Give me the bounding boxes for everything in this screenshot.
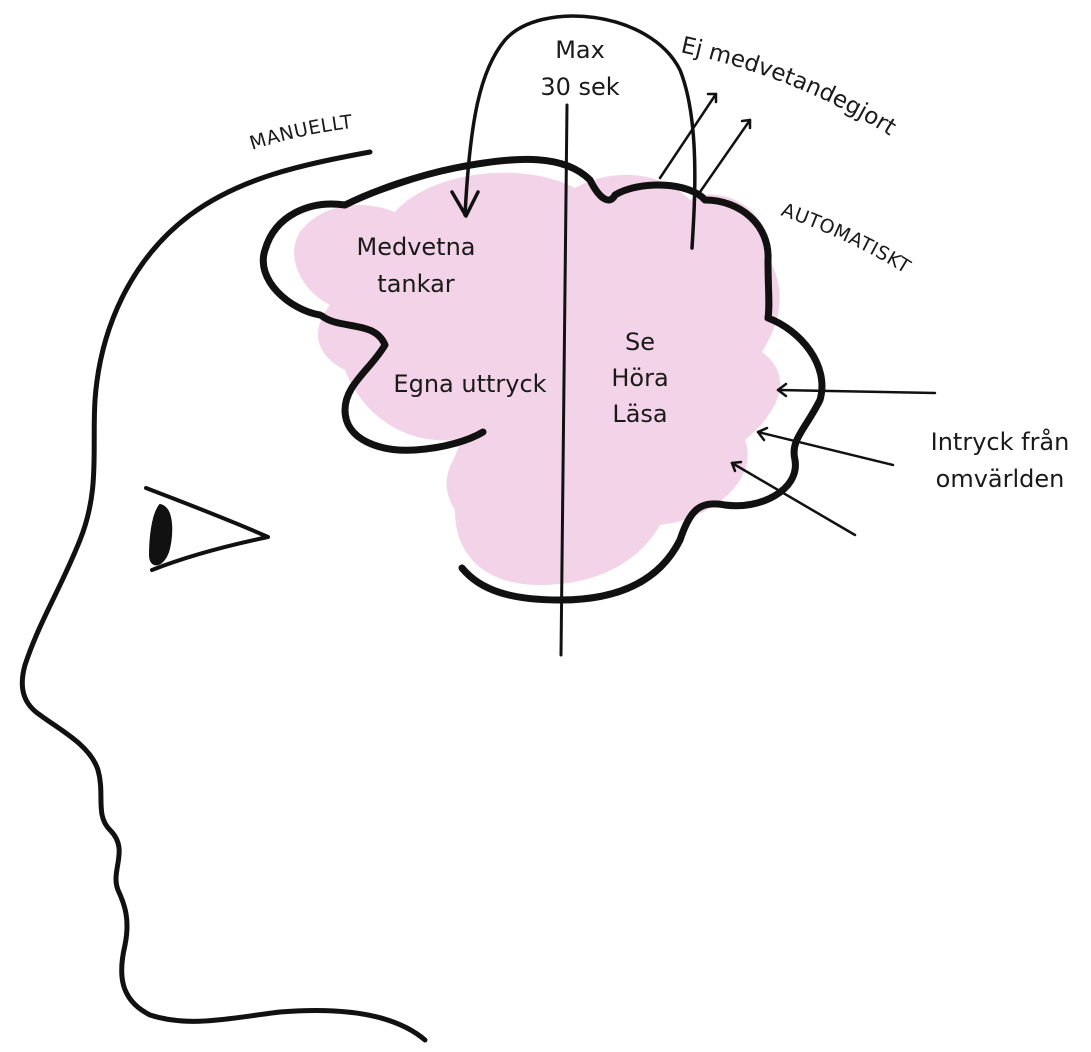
se-label: Se xyxy=(625,328,655,356)
intryck-label-line2: omvärlden xyxy=(936,465,1065,493)
ej-medvetandegjort-path: Ej medvetandegjort xyxy=(679,32,901,141)
intryck-label-line1: Intryck från xyxy=(931,427,1070,456)
automatiskt-path: AUTOMATISKT xyxy=(778,199,914,278)
manuellt-path: MANUELLT xyxy=(247,111,354,155)
medvetna-label-line2: tankar xyxy=(377,270,455,298)
max-label-line1: Max xyxy=(555,36,605,64)
eye-pupil xyxy=(150,505,171,564)
lasa-label: Läsa xyxy=(612,400,667,428)
automatiskt-label: AUTOMATISKT xyxy=(778,199,914,278)
intryck-arrow-2 xyxy=(758,432,893,465)
ej-arrow-2 xyxy=(700,120,750,192)
hora-label: Höra xyxy=(611,364,668,392)
intryck-arrow-1 xyxy=(778,390,935,393)
ej-medvetandegjort-label: Ej medvetandegjort xyxy=(679,32,901,141)
egna-uttryck-label: Egna uttryck xyxy=(393,370,546,398)
ej-arrow-1 xyxy=(660,94,716,178)
manuellt-label: MANUELLT xyxy=(247,111,354,155)
medvetna-label-line1: Medvetna xyxy=(356,233,475,261)
max-label-line2: 30 sek xyxy=(540,73,619,101)
